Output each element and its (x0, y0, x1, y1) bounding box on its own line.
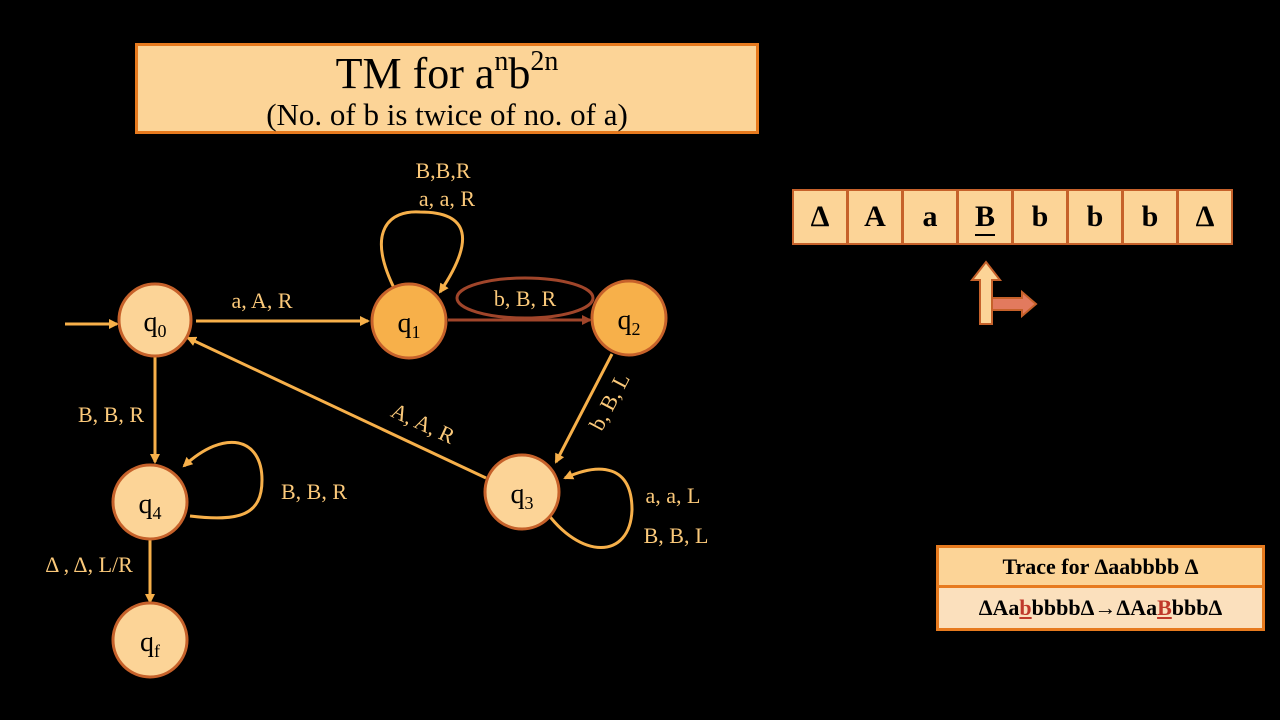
title-main: TM for anb2n (138, 48, 756, 98)
label-q1-loop-2: a, a, R (419, 186, 476, 211)
state-q4-sub: 4 (153, 503, 162, 523)
edge-q3-q0 (186, 336, 487, 480)
title-sup-2n: 2n (530, 46, 559, 77)
state-q3-sub: 3 (525, 493, 534, 513)
trace-after-post: bbbΔ (1171, 595, 1223, 620)
loop-q4 (182, 440, 264, 520)
state-q2-sub: 2 (632, 319, 641, 339)
state-qf-label: q (140, 627, 154, 658)
tape-cell-head: B (959, 191, 1011, 243)
state-q3: q3 (483, 453, 561, 531)
svg-text:qf: qf (140, 627, 160, 661)
state-q1: q1 (370, 282, 448, 360)
label-q2-q3: b, B, L (584, 369, 635, 435)
svg-text:q3: q3 (511, 479, 534, 513)
svg-text:q2: q2 (618, 305, 641, 339)
state-q2-label: q (618, 305, 632, 336)
loop-q3 (543, 467, 634, 549)
highlight-ellipse (455, 276, 595, 320)
tape-cell: b (1014, 191, 1066, 243)
title-base: TM for a (335, 49, 495, 98)
label-q3-q0: A, A, R (387, 398, 459, 449)
label-q4-loop: B, B, R (281, 479, 347, 504)
tape-cell: Δ (1179, 191, 1231, 243)
title-subtitle: (No. of b is twice of no. of a) (266, 97, 628, 132)
title-mid: b (508, 49, 531, 98)
trace-before-post: bbbbΔ (1031, 595, 1095, 620)
loop-q1 (379, 210, 465, 294)
state-q2: q2 (590, 279, 668, 357)
label-q1-loop-1: B,B,R (415, 158, 470, 183)
state-q0-label: q (144, 307, 158, 338)
tape: Δ A a B b b b Δ (792, 189, 1233, 245)
state-q0: q0 (117, 282, 193, 358)
svg-text:q4: q4 (139, 489, 162, 523)
title-sup-n: n (494, 46, 509, 77)
trace-title: Trace for Δaabbbb Δ (936, 545, 1265, 588)
label-q3-loop-2: B, B, L (644, 523, 709, 548)
title-box: TM for anb2n (No. of b is twice of no. o… (135, 43, 759, 134)
trace-before-hl: b (1019, 595, 1032, 620)
tape-cell: b (1124, 191, 1176, 243)
state-q0-sub: 0 (158, 321, 167, 341)
label-q4-qf: Δ , Δ, L/R (45, 552, 133, 577)
tape-cell: Δ (794, 191, 846, 243)
tape-cell: b (1069, 191, 1121, 243)
svg-text:q0: q0 (144, 307, 167, 341)
state-qf-sub: f (154, 641, 160, 661)
tape-cell: A (849, 191, 901, 243)
label-q1-q2: b, B, R (494, 286, 557, 311)
state-qf: qf (111, 601, 189, 679)
trace-after-pre: ΔAa (1116, 595, 1158, 620)
label-q0-q1: a, A, R (231, 288, 292, 313)
trace-arrow-icon: → (1094, 595, 1117, 620)
trace-before-pre: ΔAa (978, 595, 1020, 620)
label-q3-loop-1: a, a, L (646, 483, 701, 508)
svg-text:q1: q1 (398, 308, 421, 342)
state-q1-sub: 1 (412, 322, 421, 342)
state-q4: q4 (111, 463, 189, 541)
edge-q2-q3 (554, 353, 614, 464)
tape-cell: a (904, 191, 956, 243)
label-q0-q4: B, B, R (78, 402, 144, 427)
trace-after-hl: B (1157, 595, 1172, 620)
state-q1-label: q (398, 308, 412, 339)
head-pointer-icon (969, 260, 1038, 325)
state-q4-label: q (139, 489, 153, 520)
state-q3-label: q (511, 479, 525, 510)
